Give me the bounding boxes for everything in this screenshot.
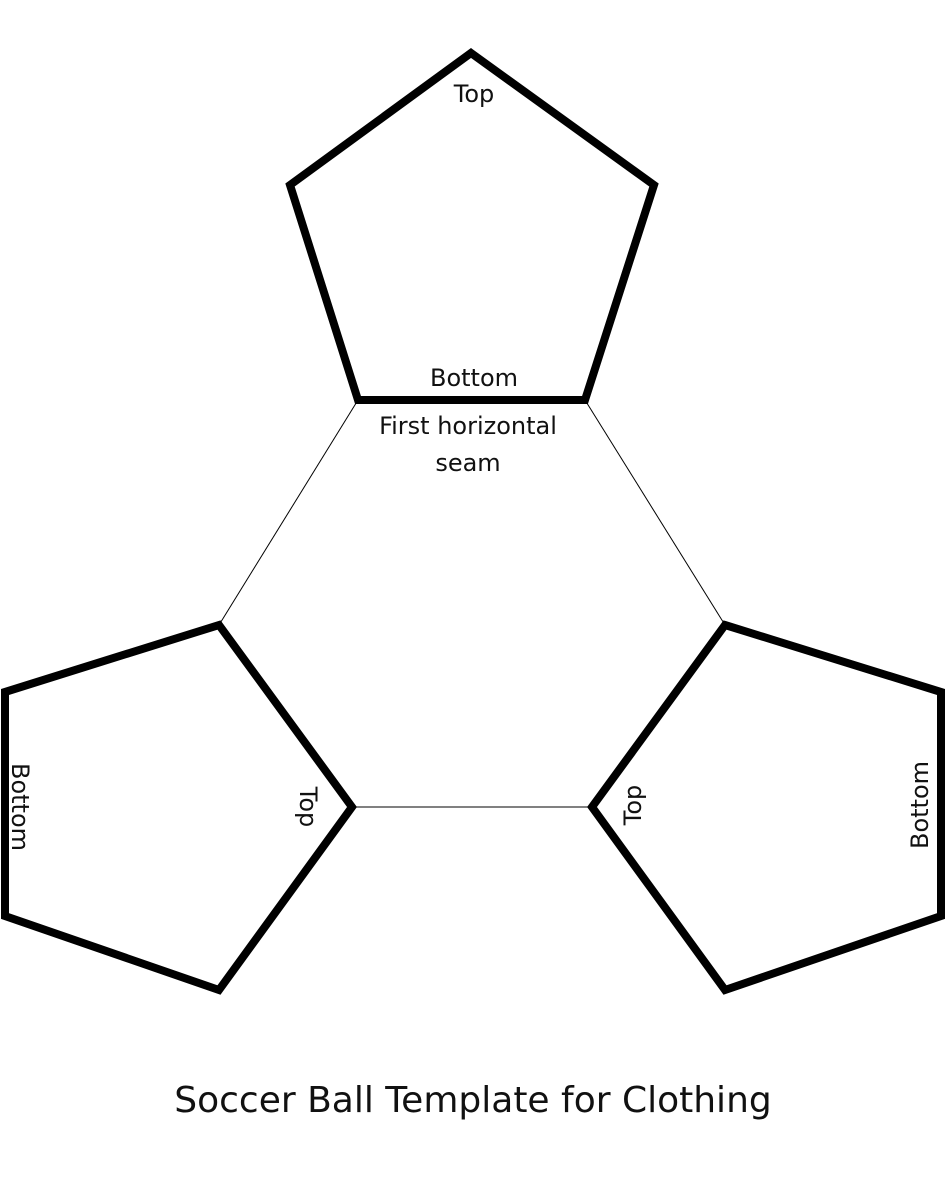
top-pentagon-top-label: Top [453, 80, 495, 108]
left-pentagon-bottom-label: Bottom [6, 763, 34, 851]
right-pentagon-bottom-label: Bottom [906, 761, 934, 849]
left-pentagon-top-label: Top [294, 786, 322, 828]
right-pentagon-top-label: Top [619, 785, 647, 827]
seam-upper-left [218, 399, 359, 626]
seam-label-line1: First horizontal [379, 412, 557, 440]
top-pentagon [285, 48, 659, 404]
left-pentagon [1, 620, 357, 995]
central-hexagon-seams [218, 399, 726, 808]
diagram-title: Soccer Ball Template for Clothing [174, 1080, 771, 1121]
right-pentagon [587, 620, 945, 995]
seam-upper-right [584, 399, 726, 626]
seam-label-line2: seam [435, 449, 500, 477]
top-pentagon-bottom-label: Bottom [430, 364, 518, 392]
